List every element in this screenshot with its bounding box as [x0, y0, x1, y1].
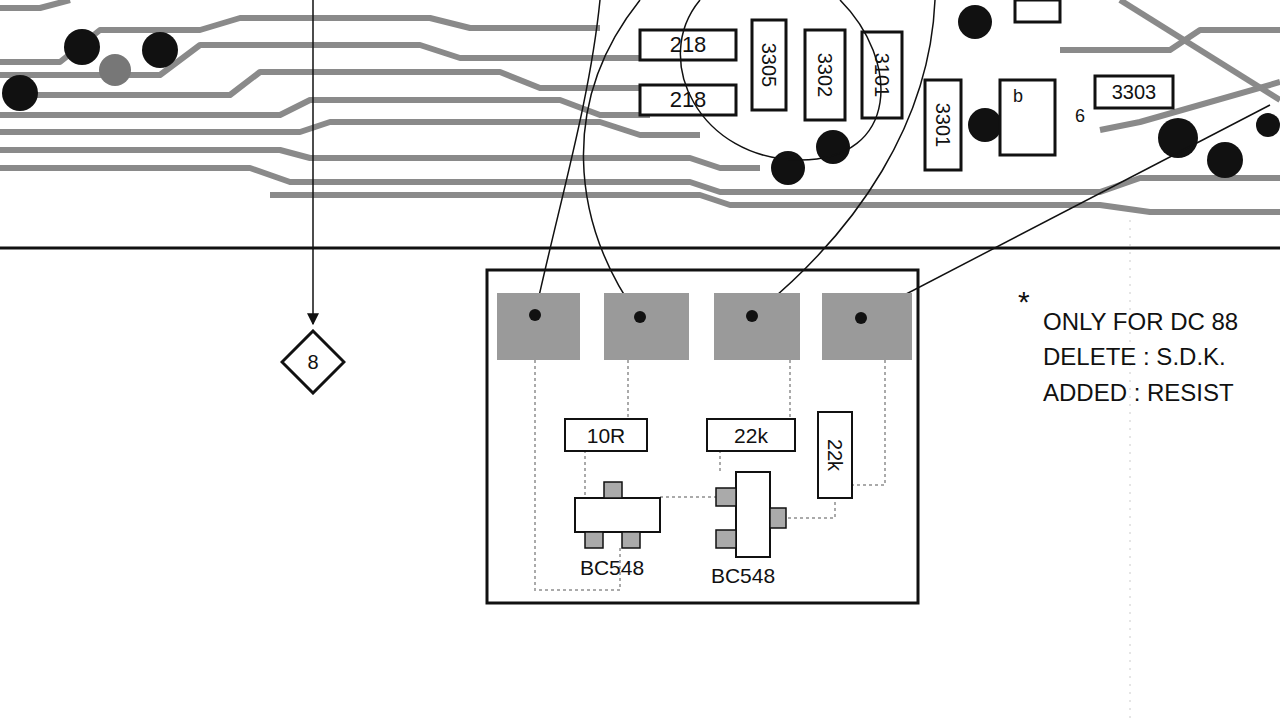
node-text: 8: [307, 352, 318, 372]
component-label: 218: [670, 89, 707, 111]
resistor-label: 10R: [587, 425, 626, 446]
inset-pads: [497, 293, 912, 360]
wire: [860, 105, 1270, 318]
component-label: 3302: [815, 53, 835, 98]
inset-components: [565, 412, 852, 557]
leader-arrow: [312, 0, 314, 324]
resistor-label: 22k: [825, 439, 845, 471]
copper-traces: [0, 0, 1280, 212]
fold-mark: [1130, 220, 1131, 720]
note-text: ADDED : RESIST: [1043, 381, 1234, 405]
note-text: ONLY FOR DC 88: [1043, 310, 1238, 334]
transistor-leads: [585, 482, 786, 548]
component-label: 218: [670, 34, 707, 56]
divider-line: [0, 247, 1280, 250]
pin-label: b: [1013, 87, 1023, 105]
solder-pads: [2, 5, 1280, 185]
component-label: 3303: [1112, 82, 1157, 102]
transistor-label: BC548: [711, 565, 775, 586]
connector-diamond: 8: [280, 329, 346, 395]
diamond-shape: [282, 331, 344, 393]
component-bodies: [640, 0, 1173, 170]
wire: [680, 0, 881, 160]
wire: [535, 0, 600, 314]
pad-holes: [529, 309, 867, 324]
inset-frame: [487, 270, 918, 603]
note-marker: *: [1018, 287, 1030, 317]
component-label: 3301: [933, 103, 953, 148]
pin-label: 6: [1075, 107, 1085, 125]
note-text: DELETE : S.D.K.: [1043, 345, 1226, 369]
component-label: 3101: [872, 53, 892, 98]
transistor-label: BC548: [580, 557, 644, 578]
inset-traces: [535, 360, 885, 590]
component-label: 3305: [759, 43, 779, 88]
resistor-label: 22k: [734, 425, 768, 446]
